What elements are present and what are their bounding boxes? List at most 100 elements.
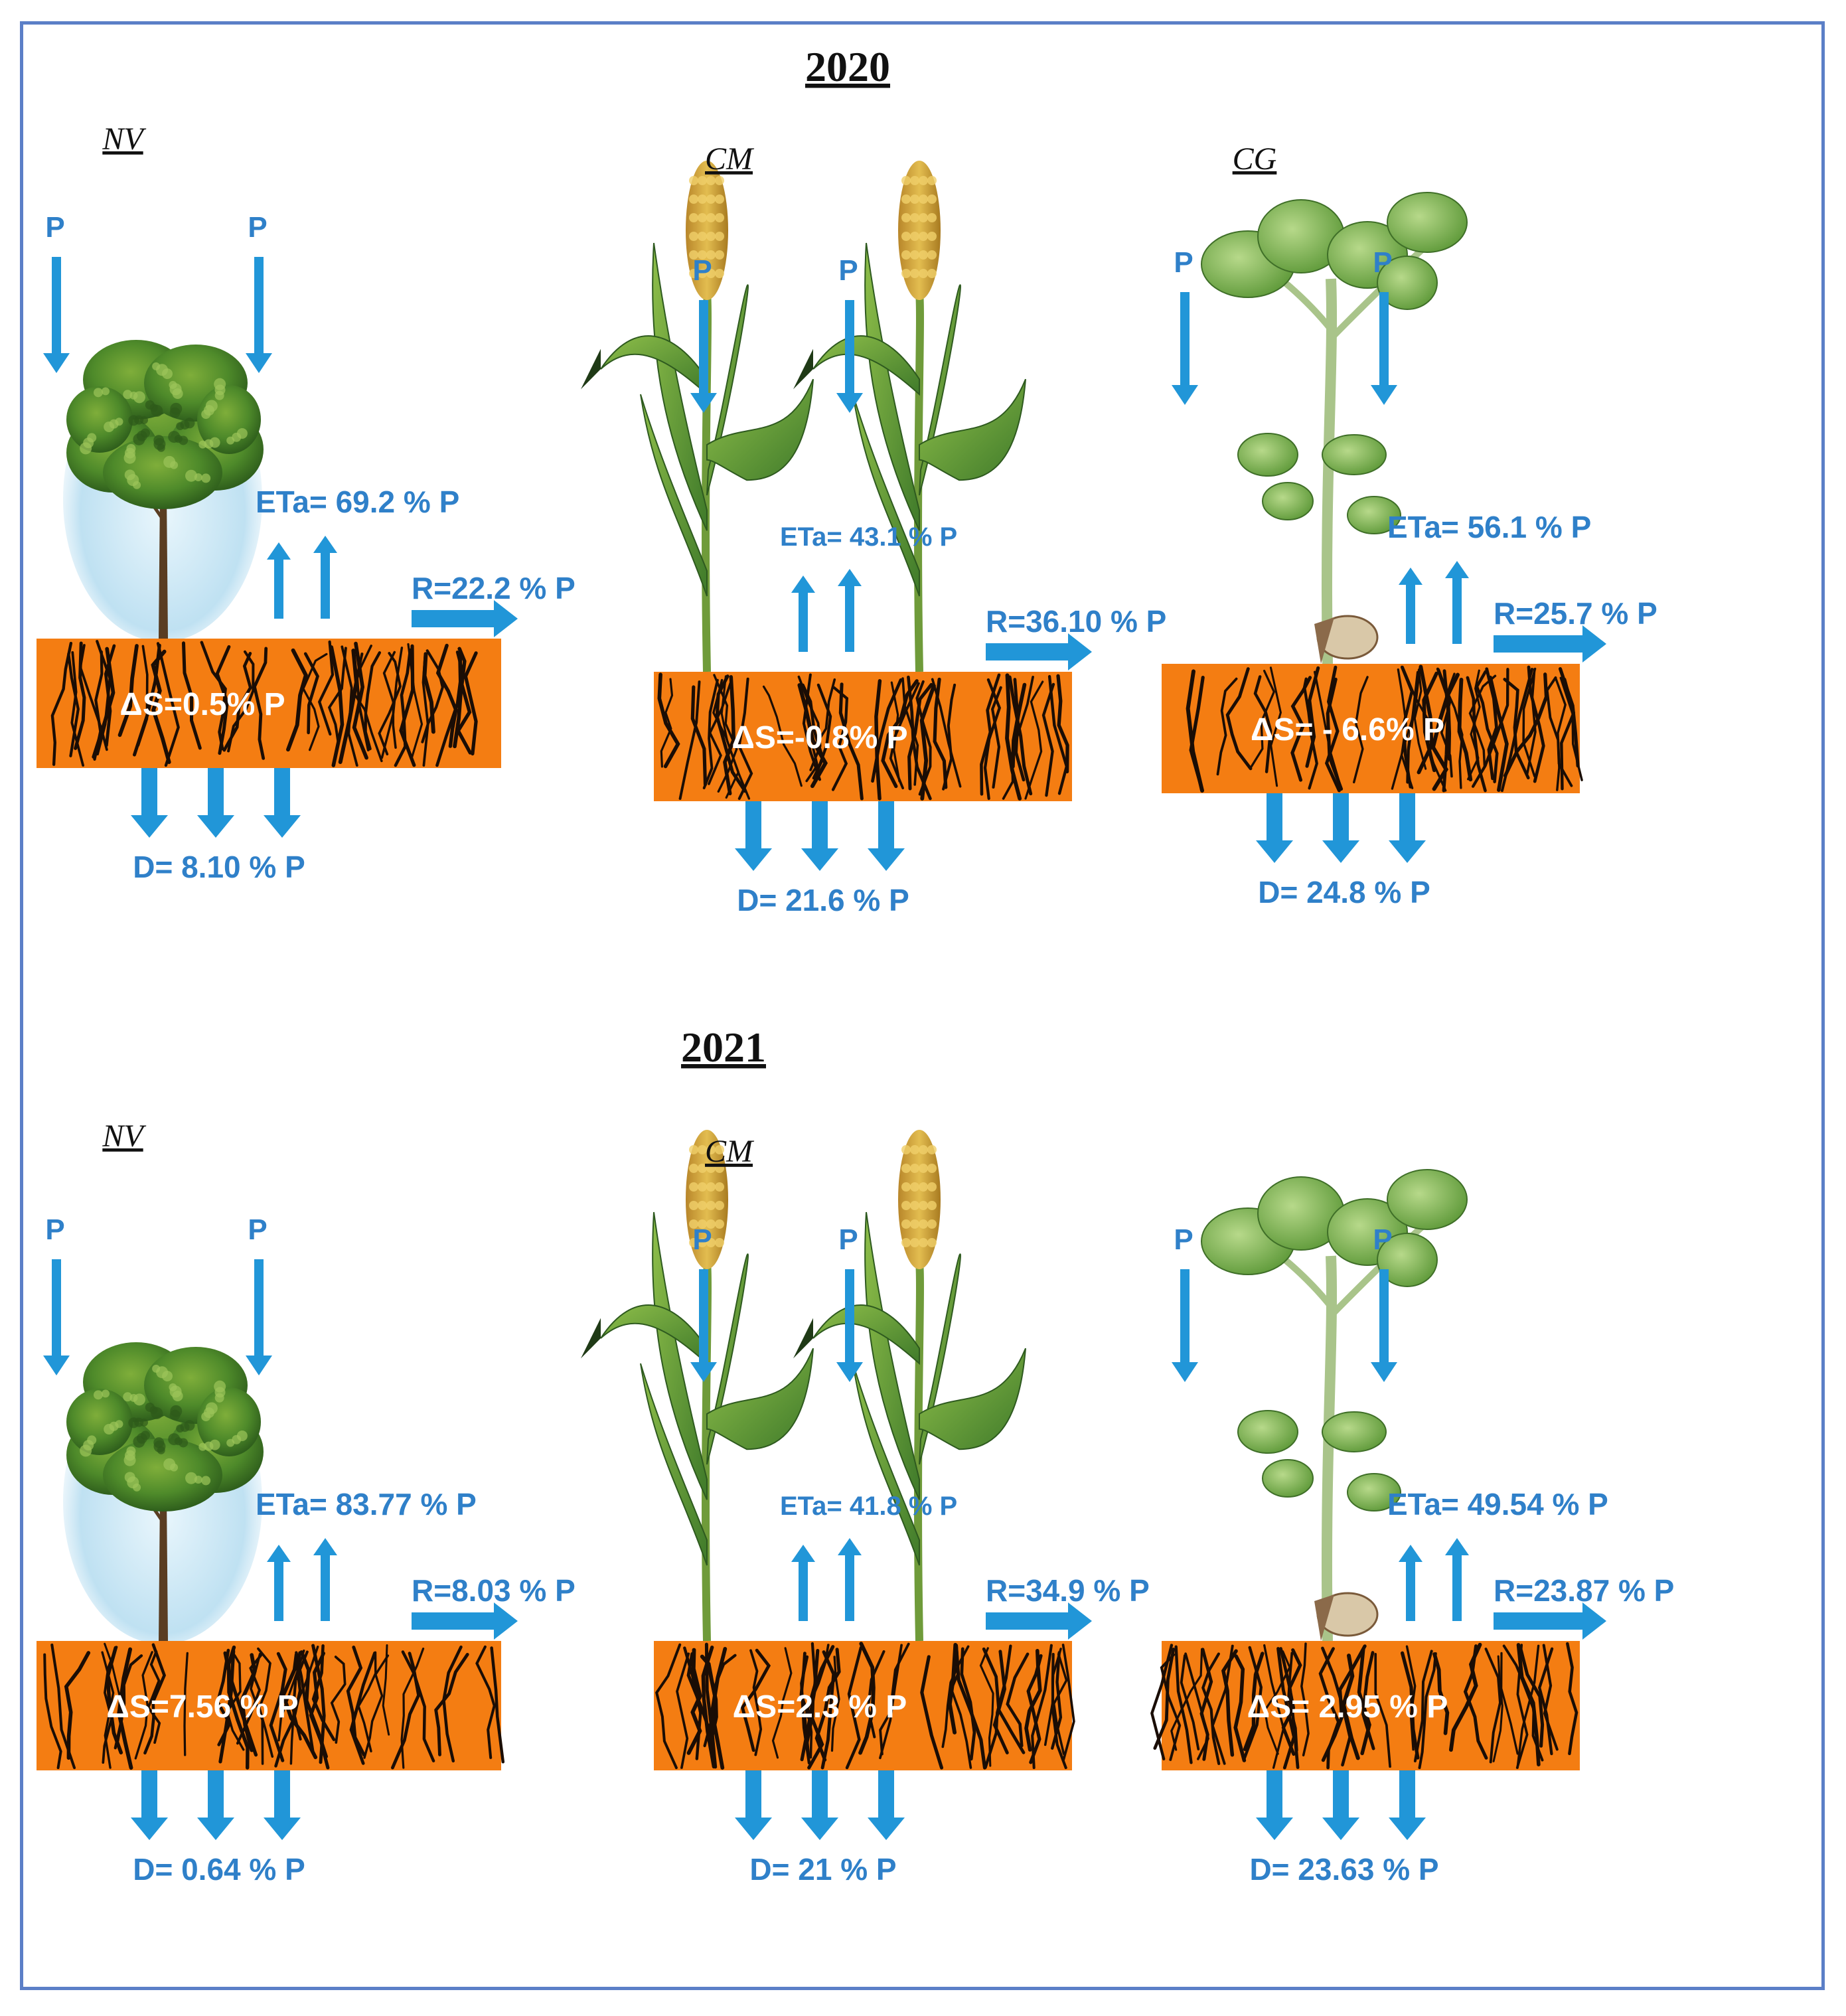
millet-grain [698, 1238, 707, 1247]
millet-grain [901, 1145, 911, 1154]
millet-grain [689, 1145, 698, 1154]
tree-leaf-cluster [123, 1392, 133, 1402]
millet-grain [919, 213, 928, 222]
millet-leaf-tip [793, 349, 813, 390]
millet-grain [706, 194, 716, 204]
millet-grain [715, 1201, 724, 1210]
tree-leaf-cluster [209, 1439, 220, 1450]
root-line [64, 1651, 91, 1760]
groundnut-root-crown [1314, 1594, 1334, 1641]
root-line [1527, 665, 1545, 783]
root-line [215, 645, 231, 755]
root-line [227, 650, 255, 753]
drainage-arrow-shaft [1333, 1770, 1349, 1820]
root-line [117, 644, 139, 737]
root-line [216, 1648, 232, 1746]
soil-block [654, 672, 1072, 801]
millet-grain [910, 1164, 919, 1173]
tree-leaf-cluster [104, 1423, 115, 1434]
soil-block [1162, 664, 1583, 793]
millet-grain [715, 1182, 724, 1192]
eta-arrow-shaft [845, 1554, 854, 1621]
root-line [1515, 1644, 1529, 1769]
root-line [329, 645, 345, 767]
root-line [915, 680, 932, 796]
drainage-arrow-shaft [878, 801, 894, 851]
precip-label: P [248, 1213, 267, 1246]
millet-grain [919, 269, 928, 278]
millet-grain [689, 194, 698, 204]
tree-leaf-cluster [169, 1383, 177, 1391]
precip-label: P [838, 254, 858, 287]
storage-label: ΔS= 2.95 % P [1247, 1689, 1448, 1725]
root-line [435, 651, 464, 767]
millet-leaf-tip [793, 1318, 813, 1359]
millet-leaf-tip [581, 1318, 601, 1359]
root-line [346, 1646, 366, 1757]
precip-arrow-head [836, 393, 863, 413]
drainage-arrow-head [1256, 1818, 1293, 1840]
millet-leaf [706, 378, 814, 481]
tree-leaf-cluster [170, 402, 183, 415]
root-line [1448, 1642, 1482, 1752]
tree-leaf-cluster [152, 1364, 161, 1373]
millet-grain [910, 1219, 919, 1229]
root-line [317, 640, 335, 736]
root-line [1484, 1648, 1501, 1764]
root-line [1357, 1647, 1371, 1756]
root-line [683, 1646, 702, 1760]
root-line [277, 1649, 305, 1742]
root-line [338, 649, 358, 764]
root-line [1436, 667, 1452, 761]
drainage-arrow-head [197, 815, 234, 838]
root-line [1233, 1654, 1247, 1762]
root-line [1041, 682, 1055, 797]
millet-illustration [581, 161, 814, 672]
groundnut-leaf [1262, 482, 1314, 520]
root-line [349, 1651, 376, 1765]
drainage-arrow-shaft [1333, 793, 1349, 843]
groundnut-illustration [1201, 192, 1468, 664]
tree-leaf-cluster [102, 387, 110, 396]
root-line [117, 1647, 133, 1770]
groundnut-leaf [1322, 434, 1387, 475]
tree-canopy [66, 1389, 133, 1455]
millet-grain [706, 232, 716, 241]
drainage-arrow-shaft [208, 768, 224, 818]
runoff-arrow-head [494, 600, 518, 637]
root-line [980, 673, 1001, 796]
root-line [1566, 1642, 1578, 1756]
root-line [1542, 1644, 1559, 1751]
tree-leaf-cluster [185, 469, 198, 482]
root-line [226, 1645, 250, 1770]
root-line [807, 1644, 830, 1759]
runoff-arrow-head [494, 1602, 518, 1640]
runoff-arrow-head [1068, 1602, 1092, 1640]
root-line [357, 1651, 377, 1752]
root-line [1290, 676, 1312, 782]
root-line [1353, 676, 1369, 784]
millet-leaf [812, 335, 920, 396]
root-line [394, 648, 412, 767]
eta-arrow-head [791, 1545, 815, 1562]
runoff-arrow-shaft [986, 643, 1071, 660]
eta-arrow-head [791, 576, 815, 593]
tree-leaf-cluster [157, 1446, 165, 1454]
groundnut-leaf [1377, 256, 1438, 310]
precip-arrow-shaft [845, 300, 854, 396]
millet-illustration [793, 1130, 1026, 1642]
root-line [1500, 1652, 1519, 1755]
root-line [1043, 1648, 1062, 1746]
runoff-label: R=8.03 % P [412, 1573, 576, 1608]
root-line [678, 680, 701, 800]
tree-leaf-cluster [185, 1472, 198, 1484]
precip-arrow-shaft [845, 1269, 854, 1365]
groundnut-leaf [1377, 1233, 1438, 1287]
drainage-arrow-shaft [274, 768, 290, 818]
drainage-arrow-head [735, 1818, 772, 1840]
tree-leaf-cluster [214, 1380, 226, 1393]
tree-illustration [63, 340, 264, 642]
crop-label: NV [102, 121, 146, 157]
